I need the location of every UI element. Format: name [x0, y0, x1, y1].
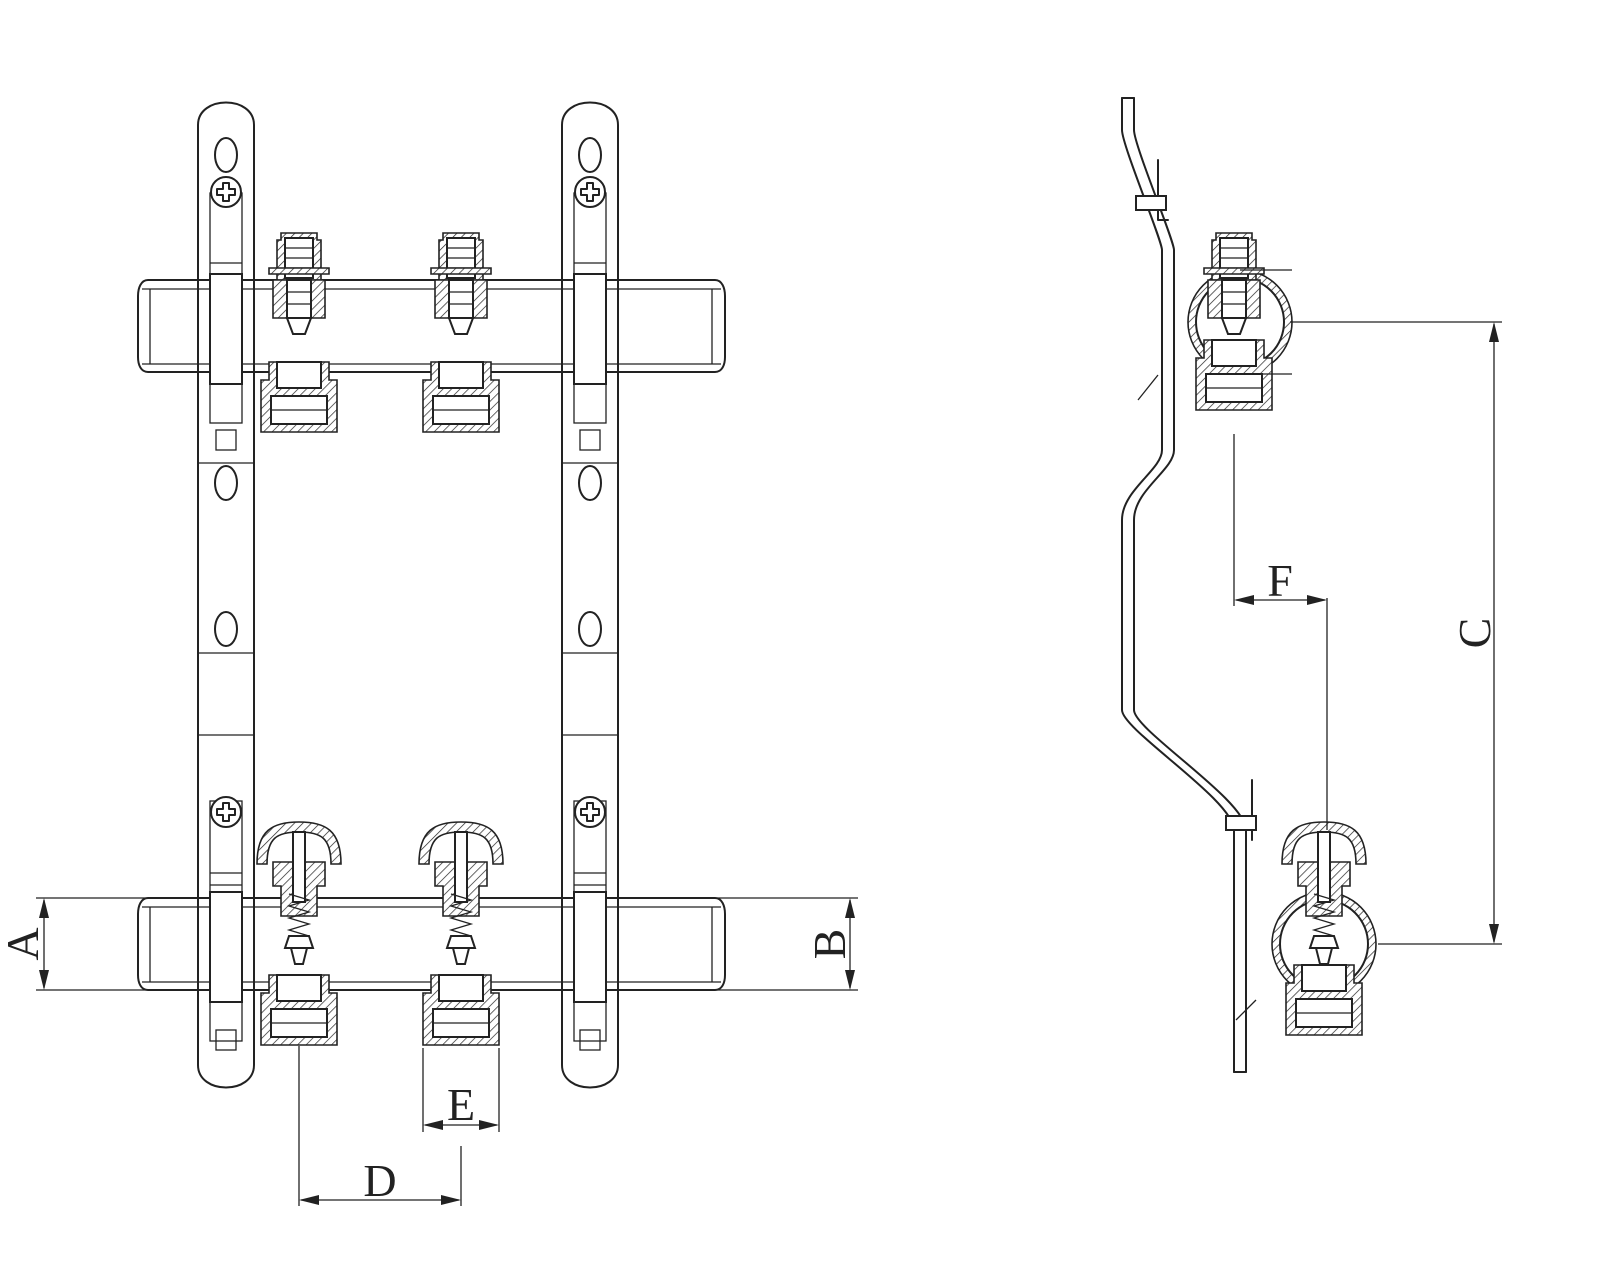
lower-manifold-bar [137, 891, 726, 1003]
screw-icon [574, 796, 606, 828]
return-valve-1 [256, 821, 342, 965]
dimension-e: E [422, 1048, 500, 1132]
supply-fitting-2 [430, 232, 492, 335]
dimension-label-b: B [804, 929, 855, 960]
upper-bar-section [1187, 232, 1293, 411]
dimension-c: C [1290, 321, 1502, 945]
return-valve-2 [418, 821, 504, 965]
dimension-label-c: C [1449, 618, 1500, 649]
dimension-label-a: A [0, 927, 48, 960]
upper-manifold-bar [137, 273, 726, 385]
dimension-label-d: D [363, 1155, 396, 1206]
screw-icon [210, 176, 242, 208]
screw-icon [574, 176, 606, 208]
dimension-a: A [0, 897, 150, 991]
return-outlet-nut-2 [422, 974, 500, 1046]
dimension-b: B [715, 897, 858, 991]
supply-outlet-nut-2 [422, 361, 500, 433]
supply-fitting-1 [268, 232, 330, 335]
front-view: A B D E [0, 101, 858, 1206]
supply-outlet-nut-1 [260, 361, 338, 433]
return-outlet-nut-1 [260, 974, 338, 1046]
side-view: C F [1121, 97, 1502, 1073]
lower-bar-section [1271, 821, 1377, 1036]
dimension-d: D [298, 1046, 462, 1206]
side-bracket [1121, 97, 1257, 1073]
dimension-label-f: F [1267, 555, 1293, 606]
dimension-f: F [1233, 434, 1328, 830]
dimension-label-e: E [447, 1079, 475, 1130]
screw-icon [210, 796, 242, 828]
